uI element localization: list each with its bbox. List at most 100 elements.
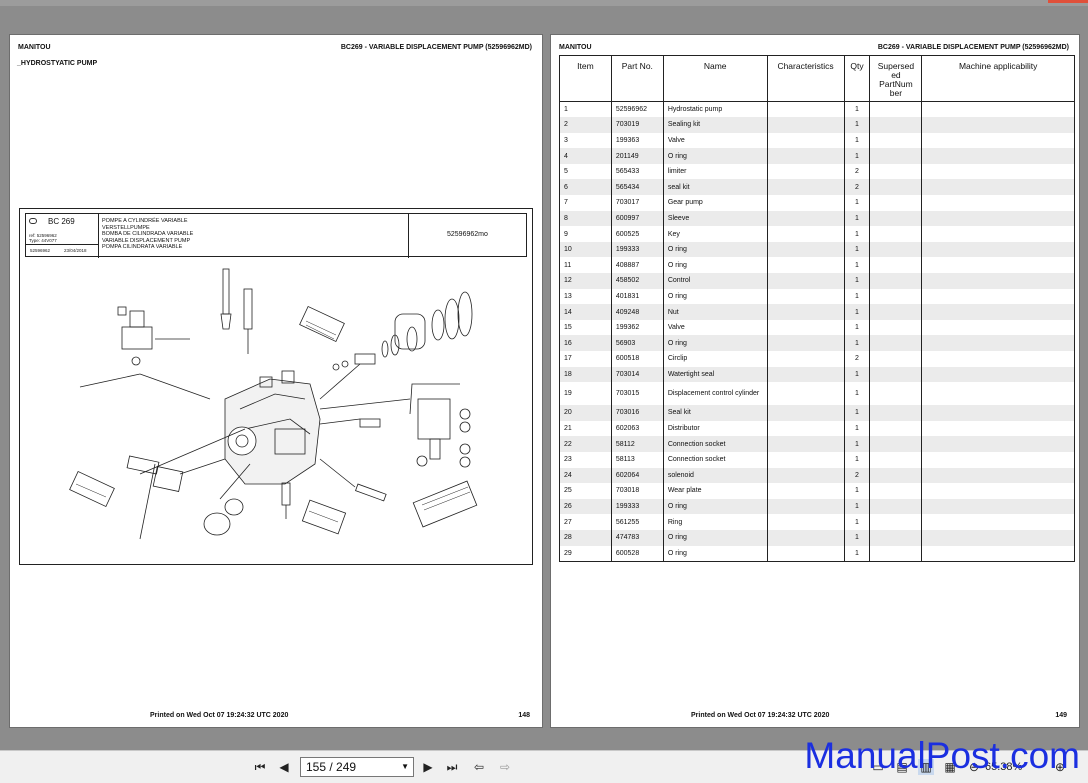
cell-name: Displacement control cylinder: [662, 382, 768, 406]
table-header: Item Part No. Name Characteristics Qty S…: [559, 55, 1075, 102]
col-item: Item: [559, 55, 612, 102]
last-page-icon[interactable]: ⏭: [446, 760, 458, 774]
title-block-id: BC 269 ref: 52596962 Type: 44V077 525969…: [26, 214, 99, 258]
cell-part-no: 600528: [610, 545, 664, 562]
name-fr: POMPE A CYLINDRÉE VARIABLE: [102, 218, 188, 224]
cell-name: O ring: [662, 498, 768, 515]
zoom-out-icon[interactable]: ⊖: [968, 760, 980, 774]
cell-machine-applicability: [921, 304, 1075, 320]
col-name: Name: [662, 55, 768, 102]
cell-item: 29: [559, 545, 612, 562]
cell-superseded: [869, 545, 922, 562]
drawing-code: 52596962: [30, 248, 51, 253]
cell-machine-applicability: [921, 195, 1075, 211]
cell-part-no: 199362: [610, 319, 664, 336]
cell-name: Connection socket: [662, 451, 768, 468]
cell-qty: 1: [843, 420, 870, 437]
cell-characteristics: [766, 195, 844, 211]
cell-item: 24: [559, 467, 612, 484]
cell-item: 2: [559, 117, 612, 133]
cell-superseded: [869, 257, 922, 274]
go-back-view-icon[interactable]: ⇦: [473, 760, 485, 774]
cell-characteristics: [766, 405, 844, 421]
cell-name: limiter: [662, 163, 768, 180]
cell-machine-applicability: [921, 226, 1075, 242]
next-page-icon[interactable]: ▶: [423, 760, 433, 774]
cell-characteristics: [766, 257, 844, 274]
cell-superseded: [869, 351, 922, 367]
single-page-view-icon[interactable]: ▭: [872, 760, 884, 774]
cell-part-no: 600525: [610, 226, 664, 242]
cell-machine-applicability: [921, 163, 1075, 180]
continuous-view-icon[interactable]: ▤: [896, 760, 908, 774]
cell-name: Circlip: [662, 351, 768, 367]
chevron-down-icon[interactable]: ▼: [401, 762, 409, 771]
page-number-select[interactable]: 155 / 249 ▼: [300, 757, 414, 777]
cell-part-no: 199333: [610, 498, 664, 515]
cell-part-no: 703019: [610, 117, 664, 133]
cell-qty: 1: [843, 304, 870, 320]
cell-characteristics: [766, 210, 844, 227]
cell-qty: 1: [843, 405, 870, 421]
cell-qty: 1: [843, 529, 870, 546]
cell-name: Key: [662, 226, 768, 242]
two-page-continuous-icon[interactable]: ▦: [944, 760, 956, 774]
cell-characteristics: [766, 545, 844, 562]
cell-part-no: 401831: [610, 288, 664, 305]
cell-item: 13: [559, 288, 612, 305]
cell-superseded: [869, 451, 922, 468]
cell-superseded: [869, 288, 922, 305]
document-viewer[interactable]: MANITOU BC269 - VARIABLE DISPLACEMENT PU…: [0, 6, 1088, 750]
cell-part-no: 58112: [610, 436, 664, 452]
cell-superseded: [869, 436, 922, 452]
cell-characteristics: [766, 420, 844, 437]
cell-superseded: [869, 163, 922, 180]
first-page-icon[interactable]: ⏮: [254, 760, 266, 774]
cell-name: Gear pump: [662, 195, 768, 211]
cell-item: 19: [559, 382, 612, 406]
cell-part-no: 703018: [610, 483, 664, 499]
two-page-view-icon[interactable]: ▥: [918, 759, 934, 775]
cell-machine-applicability: [921, 179, 1075, 196]
close-accent[interactable]: [1048, 0, 1088, 3]
cell-characteristics: [766, 179, 844, 196]
cell-name: Ring: [662, 514, 768, 530]
brand-logo-icon: [29, 218, 37, 224]
cell-characteristics: [766, 498, 844, 515]
cell-item: 4: [559, 148, 612, 164]
cell-qty: 1: [843, 514, 870, 530]
col-part-no: Part No.: [610, 55, 664, 102]
cell-item: 3: [559, 132, 612, 149]
cell-characteristics: [766, 382, 844, 406]
cell-machine-applicability: [921, 210, 1075, 227]
cell-item: 22: [559, 436, 612, 452]
cell-item: 14: [559, 304, 612, 320]
cell-characteristics: [766, 304, 844, 320]
cell-part-no: 56903: [610, 335, 664, 351]
previous-page-icon[interactable]: ◀: [279, 760, 289, 774]
cell-qty: 1: [843, 483, 870, 499]
cell-machine-applicability: [921, 483, 1075, 499]
go-forward-view-icon[interactable]: ⇨: [499, 760, 511, 774]
zoom-level[interactable]: 65.38%: [985, 761, 1023, 773]
cell-machine-applicability: [921, 405, 1075, 421]
navigation-toolbar: ⏮ ◀ 155 / 249 ▼ ▶ ⏭ ⇦ ⇨ ▭ ▤ ▥ ▦ ⊖ 65.38%…: [0, 750, 1088, 783]
page-brand: MANITOU: [559, 44, 592, 51]
cell-superseded: [869, 529, 922, 546]
cell-item: 8: [559, 210, 612, 227]
cell-characteristics: [766, 288, 844, 305]
cell-machine-applicability: [921, 319, 1075, 336]
cell-machine-applicability: [921, 451, 1075, 468]
cell-part-no: 600518: [610, 351, 664, 367]
zoom-in-icon[interactable]: ⊕: [1054, 760, 1066, 774]
cell-superseded: [869, 273, 922, 289]
